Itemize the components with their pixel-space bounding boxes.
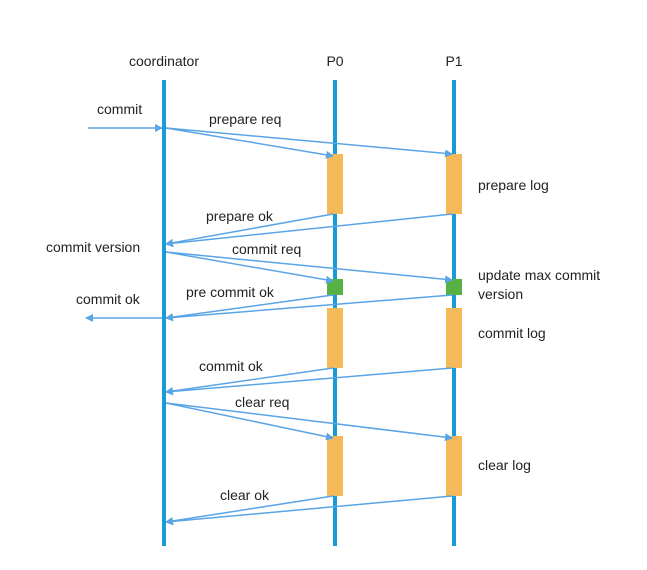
p1-commit-log-box — [446, 308, 462, 368]
clear-log-note: clear log — [478, 457, 531, 473]
commit-ok-out-label: commit ok — [76, 291, 141, 307]
p1-prepare-log-box — [446, 154, 462, 214]
clear-req-arrow-p1 — [165, 402, 453, 442]
clear-ok-label: clear ok — [220, 487, 270, 503]
p0-commit-log-box — [327, 308, 343, 368]
prepare-ok-arrow-p1 — [165, 213, 453, 248]
clear-ok-arrow-p0 — [165, 495, 334, 525]
p0-prepare-log-box — [327, 154, 343, 214]
p0-clear-log-box — [327, 436, 343, 496]
p1-header: P1 — [445, 53, 462, 69]
p1-update-box — [446, 279, 462, 295]
p0-update-box — [327, 279, 343, 295]
pre-commit-ok-label: pre commit ok — [186, 284, 275, 300]
commit-log-note: commit log — [478, 325, 546, 341]
commit-ok-arrow-p1 — [165, 367, 453, 396]
clear-ok-arrow-p1 — [165, 495, 453, 526]
prepare-req-arrow-p1 — [165, 127, 453, 158]
p0-header: P0 — [326, 53, 343, 69]
pre-commit-ok-arrow-p0 — [165, 294, 334, 322]
commit-req-arrow-p0 — [165, 251, 334, 284]
commit-ok-label: commit ok — [199, 358, 264, 374]
coordinator-header: coordinator — [129, 53, 199, 69]
clear-req-arrow-p0 — [165, 402, 334, 441]
prepare-ok-label: prepare ok — [206, 208, 274, 224]
commit-label: commit — [97, 101, 142, 117]
commit-ok-arrow-p0 — [165, 367, 334, 395]
p1-clear-log-box — [446, 436, 462, 496]
update-max-note-line1: update max commit — [478, 267, 600, 283]
pre-commit-ok-arrow-p1 — [165, 294, 453, 322]
prepare-ok-arrow-p0 — [165, 213, 334, 247]
clear-req-label: clear req — [235, 394, 289, 410]
prepare-req-label: prepare req — [209, 111, 281, 127]
commit-req-arrow-p1 — [165, 251, 453, 284]
commit-version-label: commit version — [46, 239, 140, 255]
prepare-log-note: prepare log — [478, 177, 549, 193]
update-max-note-line2: version — [478, 286, 523, 302]
prepare-req-arrow-p0 — [165, 127, 334, 159]
commit-req-label: commit req — [232, 241, 301, 257]
